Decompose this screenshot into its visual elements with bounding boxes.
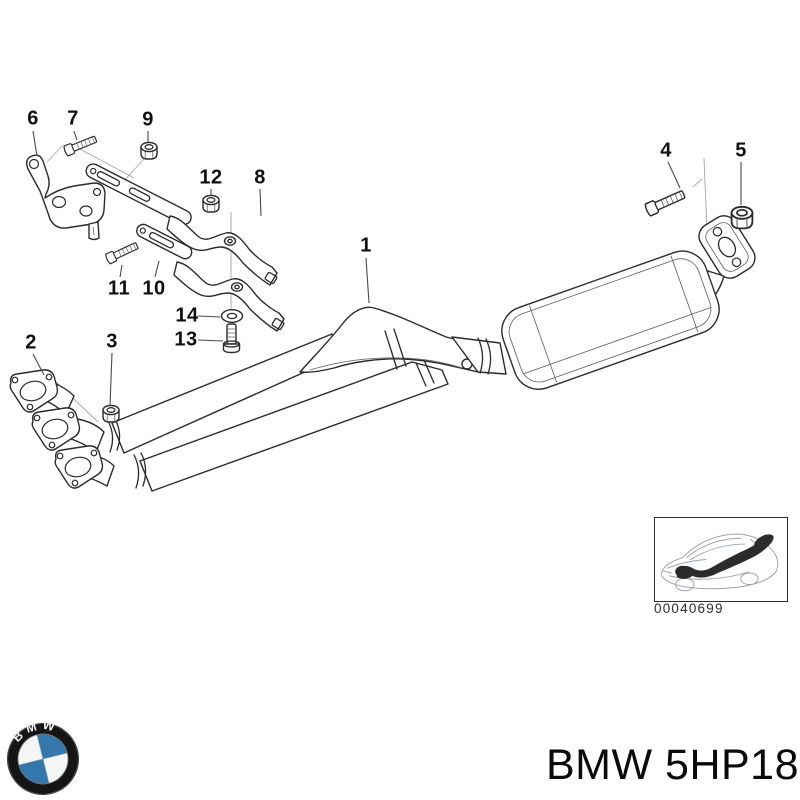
manifold-flange-3	[54, 445, 104, 489]
nut-9	[140, 141, 158, 160]
bmw-logo: BMW	[7, 721, 79, 795]
callout-8: 8	[254, 166, 266, 189]
diagram-code: 00040699	[654, 601, 724, 616]
rear-flange-plate	[698, 215, 756, 279]
nut-5	[730, 205, 754, 230]
muffler-inlet-neck	[451, 336, 507, 375]
callout-13: 13	[174, 328, 198, 351]
front-pipes	[43, 333, 449, 492]
model-title: BMW 5HP18	[546, 741, 800, 789]
nut-12	[202, 194, 220, 213]
callout-11: 11	[107, 277, 131, 300]
washer-14	[220, 309, 244, 324]
vehicle-location-thumbnail	[654, 517, 788, 602]
callout-1: 1	[360, 234, 372, 257]
car-thumbnail-drawing	[660, 533, 779, 592]
support-bar-short	[136, 223, 193, 260]
bolt-7	[62, 133, 99, 157]
muffler-body	[501, 250, 720, 390]
manifold-flange-1	[9, 369, 59, 413]
callout-10: 10	[142, 277, 166, 300]
callout-5: 5	[735, 139, 747, 162]
nut-3	[102, 404, 120, 423]
callout-14: 14	[175, 304, 199, 327]
support-bar-long	[85, 163, 192, 226]
head-pipe-lower	[139, 361, 449, 492]
callout-4: 4	[660, 139, 672, 162]
logo-quadrant-blue-tr	[36, 734, 68, 759]
bolt-13	[222, 323, 241, 354]
callout-3: 3	[106, 330, 118, 353]
logo-quadrant-blue-bl	[18, 759, 50, 784]
callout-9: 9	[142, 108, 154, 131]
leader-lines	[32, 130, 742, 407]
callout-6: 6	[27, 107, 39, 130]
callout-7: 7	[67, 107, 79, 130]
bolt-11	[104, 240, 140, 265]
manifold-flange-2	[31, 407, 81, 451]
callout-12: 12	[199, 166, 223, 189]
bolt-4	[643, 187, 687, 218]
callout-2: 2	[25, 331, 37, 354]
support-bracket	[25, 154, 106, 241]
